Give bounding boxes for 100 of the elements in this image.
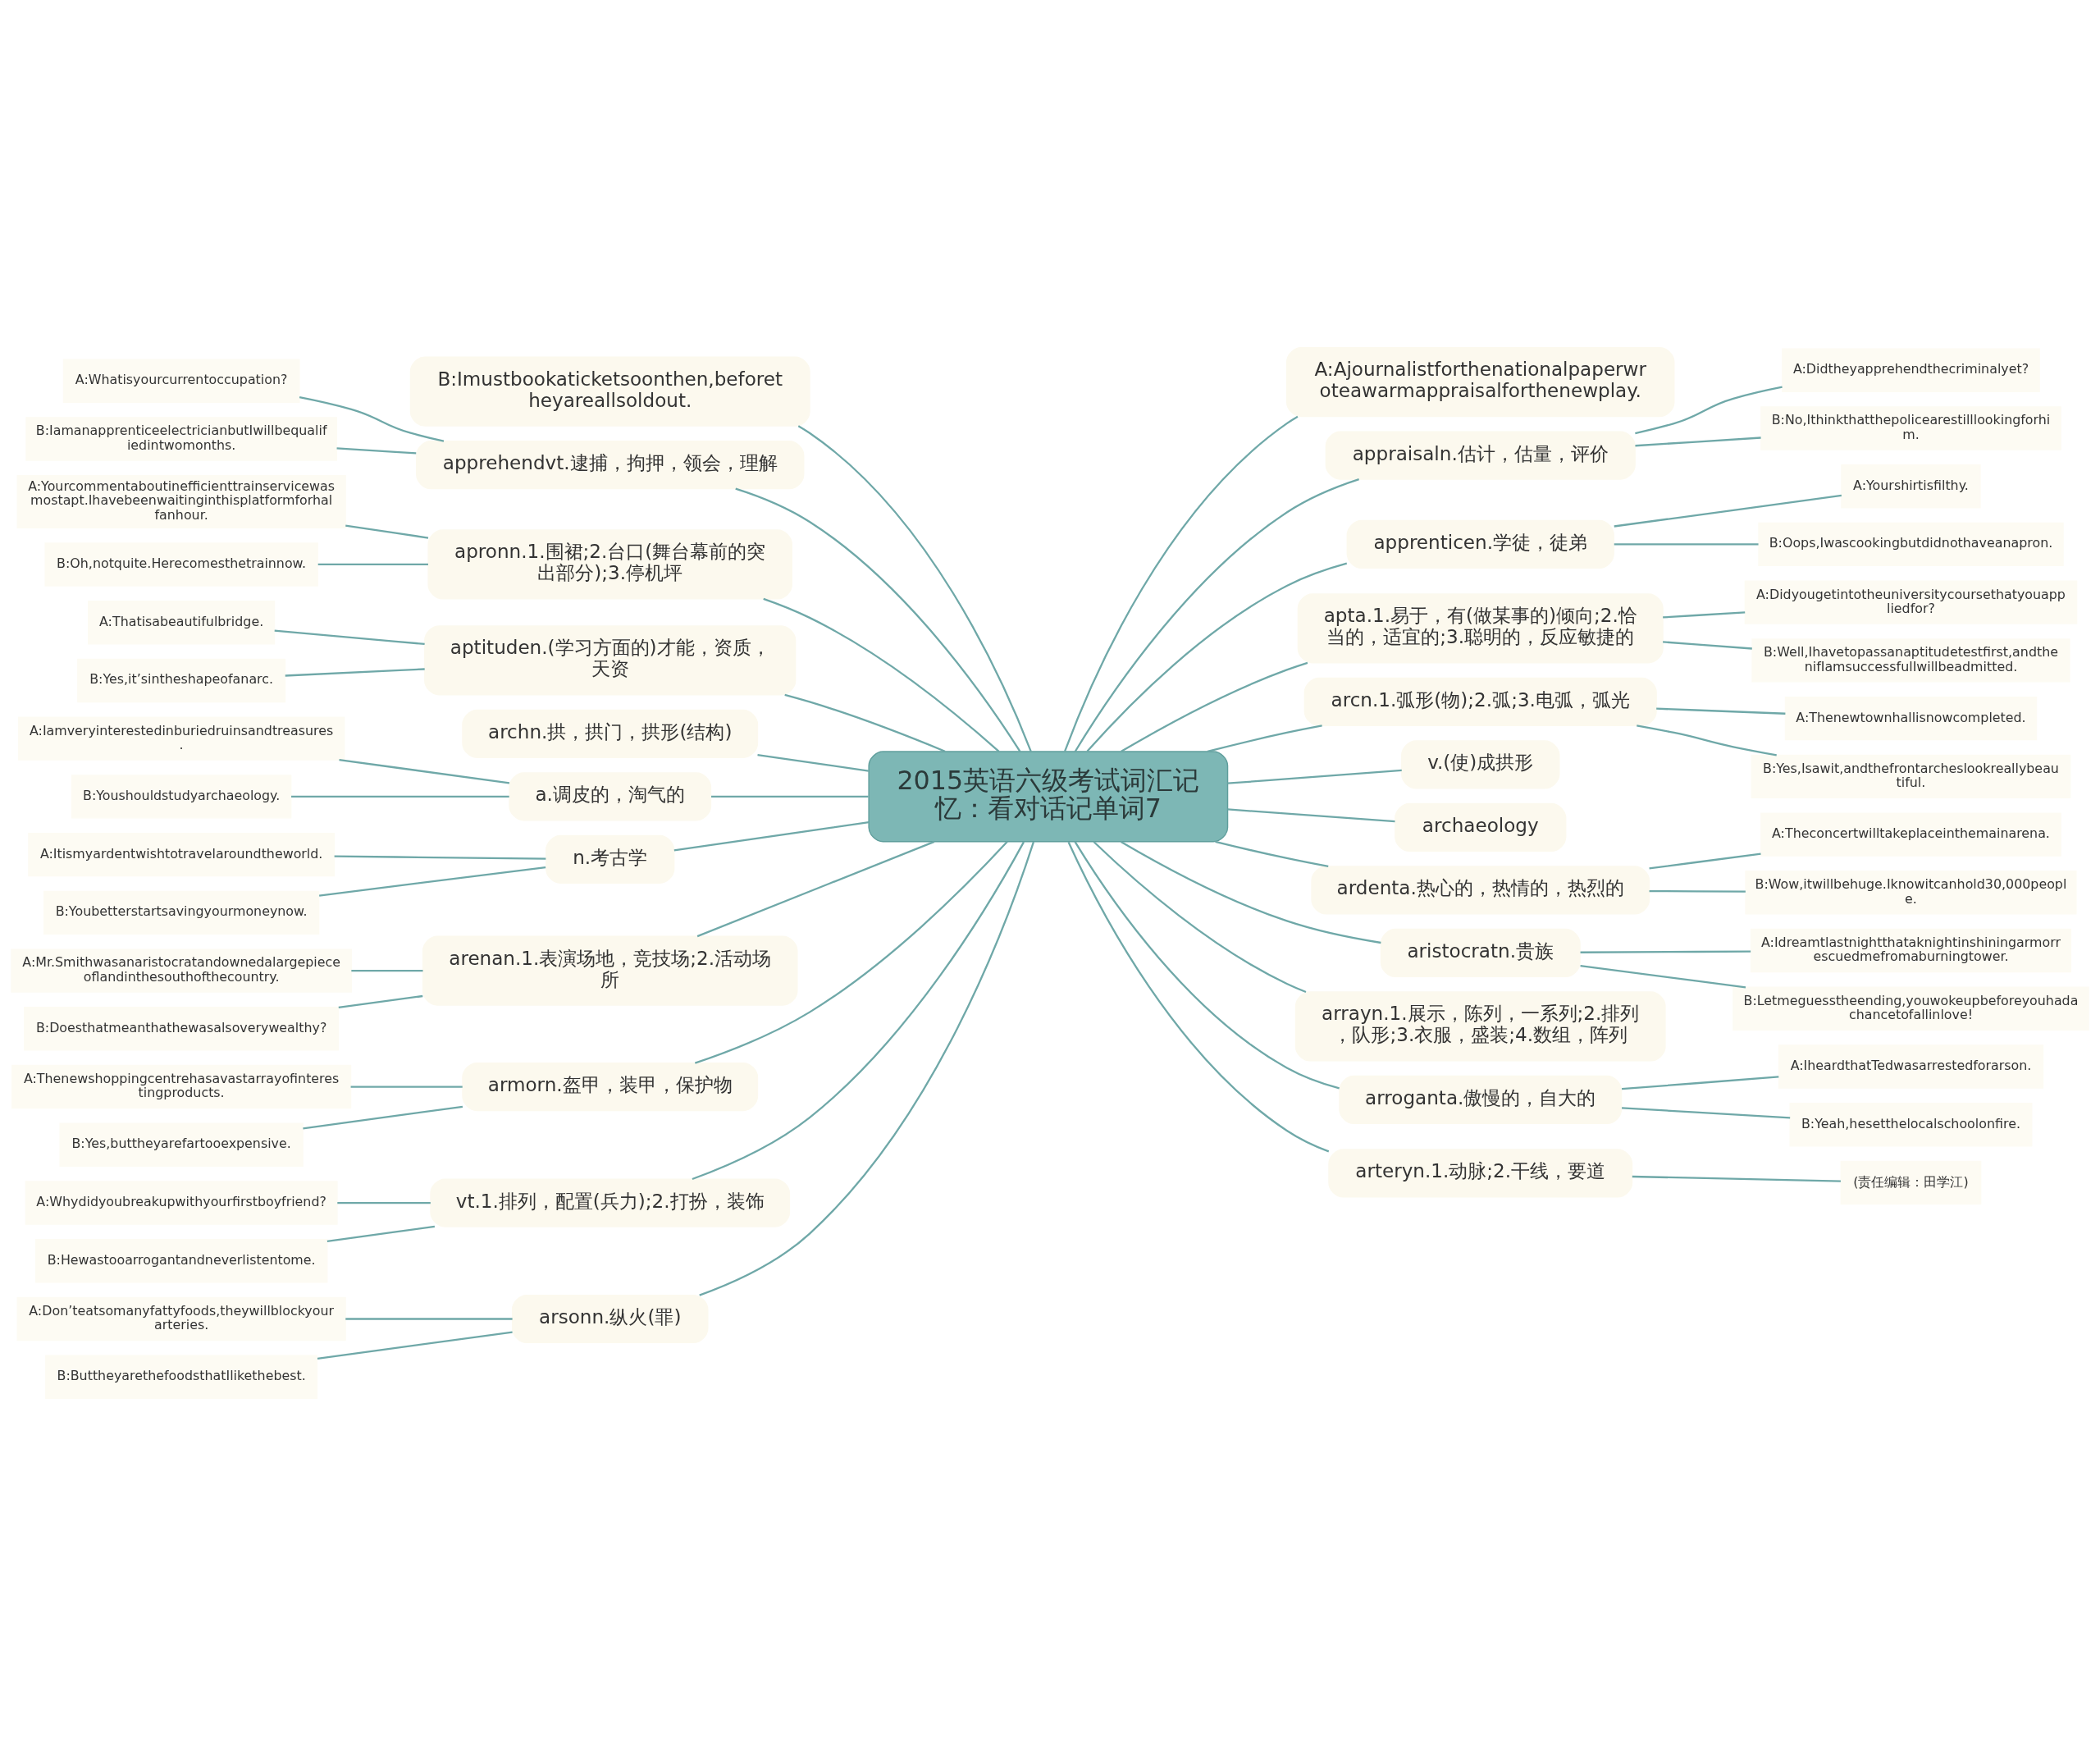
connector	[694, 841, 1008, 1064]
connector	[326, 1225, 436, 1242]
node-box: A:Thatisabeautifulbridge.	[88, 601, 276, 645]
node-box: B:Yes,Isawit,andthefrontarcheslookreallybeautiful.	[1751, 754, 2071, 799]
connector	[763, 597, 1000, 752]
node-box: arsonn.纵火(罪)	[511, 1294, 709, 1344]
node-box: B:Yeah,hesetthelocalschoolonfire.	[1789, 1103, 2033, 1147]
connector	[339, 759, 510, 784]
connector	[334, 855, 546, 860]
node-box: apta.1.易于，有(做某事的)倾向;2.恰当的，适宜的;3.聪明的，反应敏捷的	[1297, 593, 1664, 664]
connector	[337, 1201, 431, 1204]
node-box: A:Whydidyoubreakupwithyourfirstboyfriend?	[25, 1181, 338, 1225]
connector	[319, 866, 546, 897]
node-box: A:Thenewshoppingcentrehasavastarrayofinterestingproducts.	[11, 1064, 352, 1109]
node-box: A:IheardthatTedwasarrestedforarson.	[1778, 1044, 2044, 1089]
node-box: A:Yourshirtisfilthy.	[1841, 464, 1981, 509]
node-box: A:Mr.Smithwasanaristocratandownedalargepieceoflandinthesouthofthecountry.	[11, 948, 352, 993]
node-box: A:Don’teatsomanyfattyfoods,theywillblockyourarteries.	[16, 1296, 346, 1341]
node-box: arcn.1.弧形(物);2.弧;3.电弧，弧光	[1303, 677, 1657, 726]
connector	[673, 821, 870, 852]
node-box: B:Yes,it’sintheshapeofanarc.	[77, 658, 286, 703]
node-box: 2015英语六级考试词汇记忆：看对话记单词7	[868, 751, 1229, 843]
connector	[303, 1105, 463, 1130]
node-box: aptituden.(学习方面的)才能，资质，天资	[424, 625, 797, 696]
connector	[1207, 724, 1322, 753]
connector	[336, 447, 417, 455]
node-box: vt.1.排列，配置(兵力);2.打扮，装饰	[430, 1178, 791, 1227]
connector	[1580, 950, 1751, 953]
connector	[699, 841, 1035, 1296]
connector	[1064, 415, 1299, 752]
node-box: B:ButtheyarethefoodsthatIlikethebest.	[45, 1355, 318, 1399]
node-box: A:Itismyardentwishtotravelaroundtheworld.	[28, 832, 336, 877]
connector	[1656, 707, 1786, 715]
connector	[299, 396, 445, 442]
node-box: A:Didyougetintotheuniversitycoursethatyouappliedfor?	[1744, 580, 2078, 624]
connector	[696, 840, 935, 938]
node-box: apprenticen.学徒，徒弟	[1346, 519, 1614, 569]
node-box: A:Yourcommentaboutinefficienttrainservicewasmostapt.Ihavebeenwaitinginthisplatformforhalfanhour.	[16, 474, 346, 528]
node-box: B:Youshouldstudyarchaeology.	[71, 775, 292, 819]
connector	[692, 841, 1025, 1181]
connector	[711, 795, 869, 798]
node-box: A:Theconcertwilltakeplaceinthemainarena.	[1760, 812, 2061, 857]
connector	[1086, 562, 1348, 752]
node-box: ardenta.热心的，热情的，热烈的	[1311, 866, 1650, 915]
node-box: B:Letmeguesstheending,youwokeupbeforeyouhadachancetofallinlove!	[1732, 986, 2089, 1031]
connector	[1074, 478, 1359, 752]
node-box: B:Oh,notquite.Herecomesthetrainnow.	[44, 542, 318, 587]
connector	[1632, 1175, 1841, 1182]
node-box: armorn.盔甲，装甲，保护物	[462, 1062, 759, 1112]
node-box: archaeology	[1395, 802, 1567, 852]
connector	[317, 563, 428, 566]
node-box: arrayn.1.展示，陈列，一系列;2.排列，队形;3.衣服，盛装;4.数组，阵列	[1294, 991, 1666, 1062]
connector	[1635, 436, 1761, 447]
connector	[797, 425, 1032, 752]
connector	[1614, 494, 1842, 528]
connector	[1227, 769, 1402, 784]
connector	[757, 753, 869, 772]
connector	[1067, 841, 1330, 1153]
node-box: B:Yes,buttheyarefartooexpensive.	[59, 1122, 304, 1167]
node-box: B:Hewastooarrogantandneverlistentome.	[34, 1239, 328, 1283]
node-box: n.考古学	[546, 834, 675, 884]
connector	[285, 668, 425, 677]
connector	[1074, 841, 1340, 1090]
node-box: B:IamanapprenticeelectricianbutIwillbequalifiedintwomonths.	[25, 417, 337, 461]
node-box: B:Wow,itwillbehuge.Iknowitcanhold30,000people.	[1745, 871, 2077, 915]
node-box: a.调皮的，淘气的	[509, 772, 712, 821]
connector	[1621, 1076, 1779, 1090]
connector	[1663, 641, 1752, 650]
connector	[317, 1331, 513, 1360]
node-box: A:Didtheyapprehendthecriminalyet?	[1782, 348, 2040, 392]
connector	[351, 969, 423, 972]
connector	[1649, 852, 1761, 870]
node-box: v.(使)成拱形	[1401, 740, 1560, 789]
connector	[1227, 808, 1395, 823]
node-box: (责任编辑：田学江)	[1840, 1160, 1982, 1205]
node-box: B:Imustbookaticketsoonthen,beforetheyareallsoldout.	[409, 356, 810, 427]
connector	[1663, 611, 1746, 619]
node-box: apronn.1.围裙;2.台口(舞台幕前的突出部分);3.停机坪	[427, 529, 792, 600]
node-box: B:Doesthatmeanthathewasalsoverywealthy?	[24, 1007, 340, 1051]
connector	[350, 1086, 463, 1088]
connector	[1215, 840, 1329, 868]
connector	[291, 795, 509, 798]
node-box: B:No,Ithinkthatthepolicearestilllookingforhim.	[1760, 406, 2061, 450]
node-box: A:Whatisyourcurrentoccupation?	[62, 359, 300, 403]
connector	[345, 1318, 513, 1320]
node-box: B:Youbetterstartsavingyourmoneynow.	[43, 890, 320, 935]
node-box: apprehendvt.逮捕，拘押，领会，理解	[415, 441, 805, 490]
connector	[735, 487, 1021, 752]
node-box: A:Ajournalistforthenationalpaperwroteawarmappraisalforthenewplay.	[1286, 347, 1675, 418]
connector	[784, 693, 946, 752]
node-box: A:Idreamtlastnightthataknightinshiningarmorrescuedmefromaburningtower.	[1750, 928, 2072, 973]
connector	[1121, 841, 1381, 944]
node-box: arenan.1.表演场地，竞技场;2.活动场所	[422, 935, 798, 1006]
connector	[1614, 543, 1759, 546]
connector	[1649, 889, 1746, 893]
connector	[1580, 964, 1746, 989]
node-box: arroganta.傲慢的，自大的	[1339, 1075, 1623, 1125]
node-box: aristocratn.贵族	[1380, 928, 1581, 978]
connector	[1622, 1107, 1791, 1119]
connector	[1637, 724, 1777, 756]
